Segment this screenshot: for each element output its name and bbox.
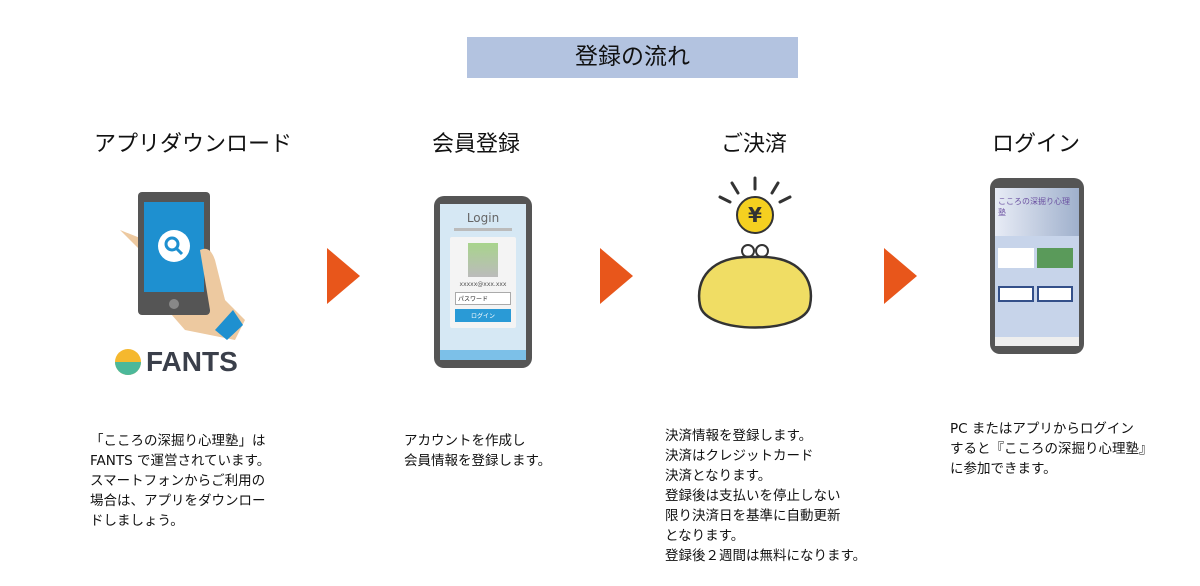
avatar	[468, 243, 498, 277]
step-4-heading: ログイン	[991, 132, 1080, 157]
step-2-heading: 会員登録	[431, 132, 520, 157]
fants-logo: FANTS	[114, 346, 238, 378]
arrow-right-icon	[884, 248, 917, 304]
step-1-description: 「こころの深掘り心理塾」は FANTS で運営されています。 スマートフォンから…	[90, 433, 271, 529]
arrow-right-icon	[600, 248, 633, 304]
step-3-description: 決済情報を登録します。 決済はクレジットカード 決済となります。 登録後は支払い…	[665, 428, 867, 564]
svg-text:¥: ¥	[748, 203, 762, 227]
login-button[interactable]: ログイン	[455, 309, 511, 322]
password-field[interactable]: パスワード	[455, 292, 511, 305]
step-2-description: アカウントを作成し 会員情報を登録します。	[404, 433, 552, 469]
step-4-description: PC またはアプリからログイン すると『こころの深掘り心理塾』 に参加できます。	[950, 421, 1153, 477]
purse-yen-illustration: ¥	[697, 176, 813, 329]
arrow-right-icon	[327, 248, 360, 304]
step-1-heading: アプリダウンロード	[93, 132, 292, 157]
login-phone-illustration: Login xxxxx@xxx.xxx パスワード ログイン	[434, 196, 532, 368]
app-phone-illustration: こころの深掘り心理塾	[990, 178, 1084, 354]
step-3-heading: ご決済	[720, 132, 787, 157]
fants-logo-icon	[115, 349, 141, 375]
page-title: 登録の流れ	[467, 37, 798, 78]
hand-phone-search-illustration	[120, 192, 245, 340]
